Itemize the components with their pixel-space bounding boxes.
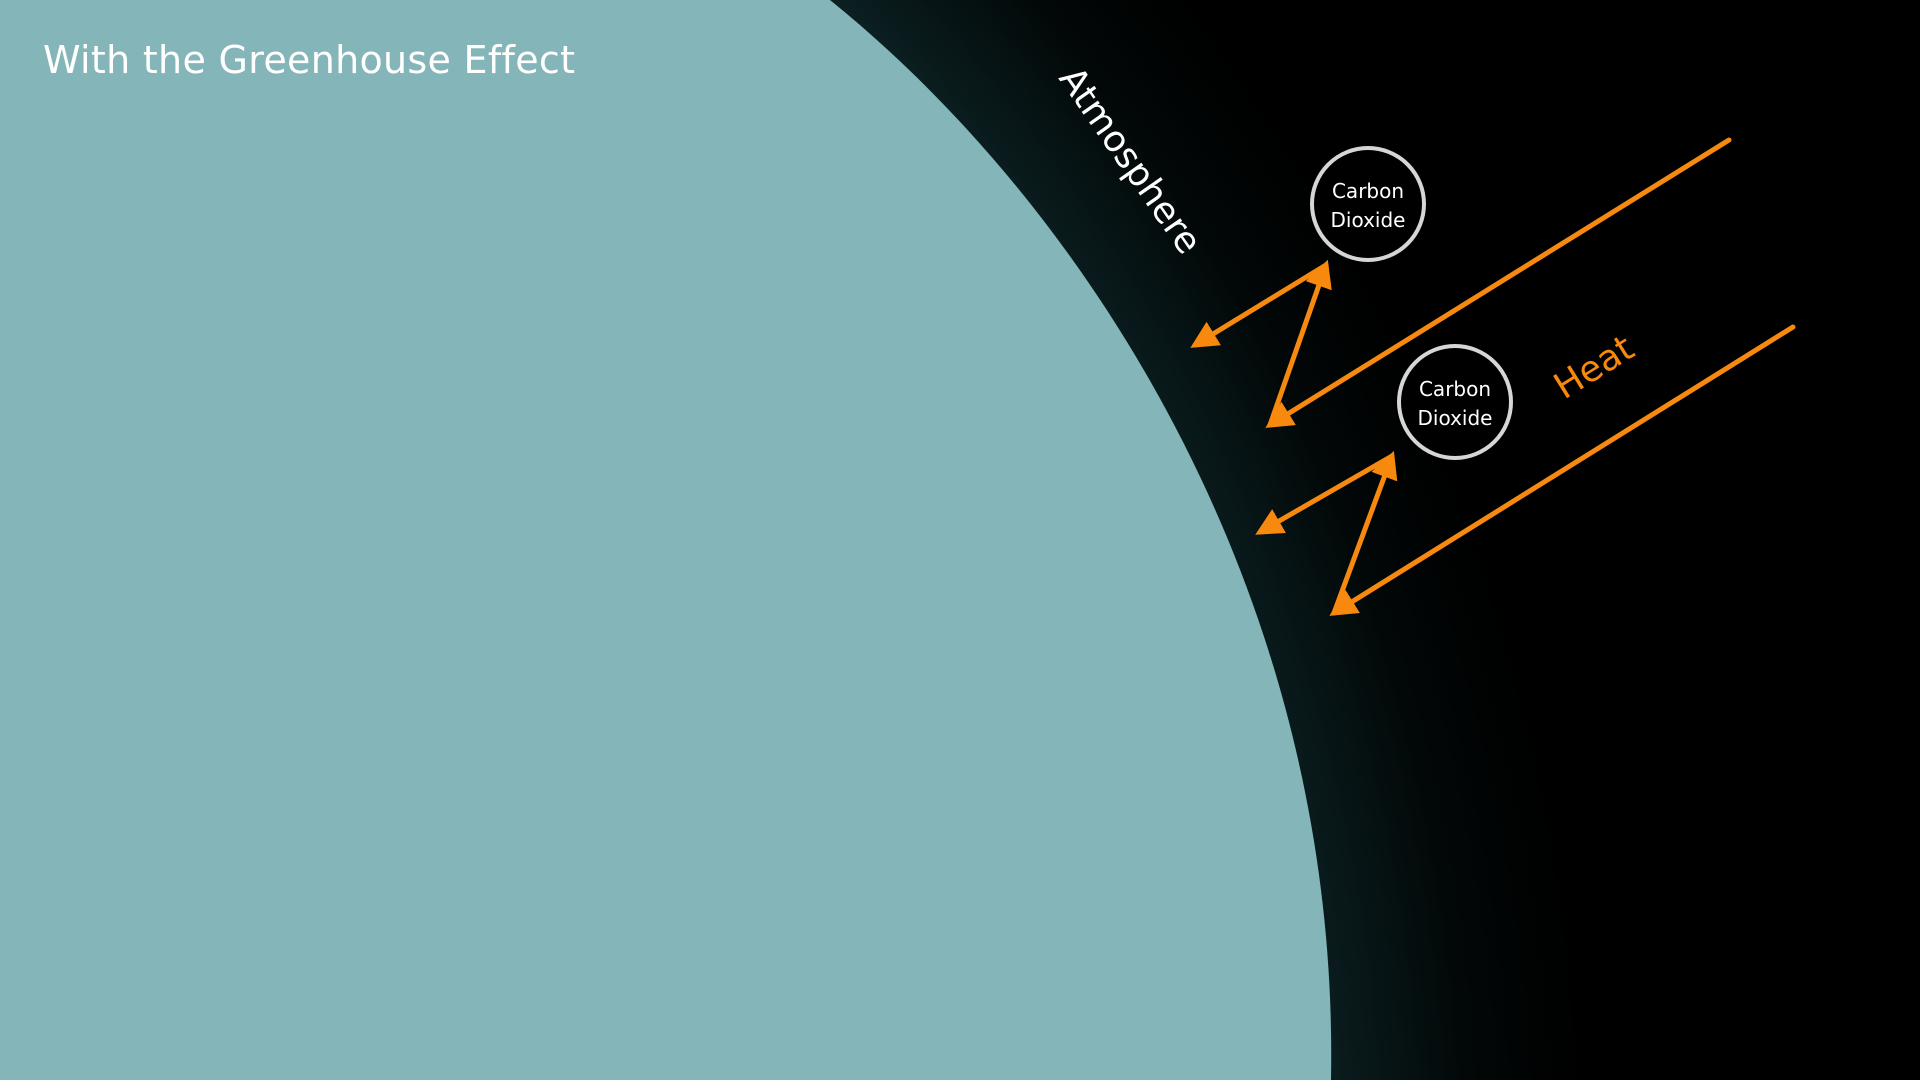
earth-surface <box>0 0 1332 1080</box>
molecule-label-line1: Carbon <box>1332 179 1404 203</box>
carbon-dioxide-molecule: Carbon Dioxide <box>1397 344 1513 460</box>
molecule-ring <box>1397 344 1513 460</box>
heat-arrow-path <box>1190 137 1732 428</box>
molecule-label-line2: Dioxide <box>1331 208 1406 232</box>
heat-reemitted-arrow <box>1267 259 1332 428</box>
heat-reemitted-arrow <box>1331 450 1398 616</box>
heat-incoming-arrow <box>1265 137 1732 428</box>
heat-trapped-arrow <box>1255 453 1395 535</box>
carbon-dioxide-molecule: Carbon Dioxide <box>1310 146 1426 262</box>
heat-arrow-path <box>1255 324 1796 616</box>
heat-incoming-arrow <box>1329 324 1796 616</box>
molecule-ring <box>1310 146 1426 262</box>
heat-trapped-arrow <box>1190 262 1329 348</box>
molecule-label-line2: Dioxide <box>1418 406 1493 430</box>
molecule-label-line1: Carbon <box>1419 377 1491 401</box>
page-title: With the Greenhouse Effect <box>43 38 576 82</box>
